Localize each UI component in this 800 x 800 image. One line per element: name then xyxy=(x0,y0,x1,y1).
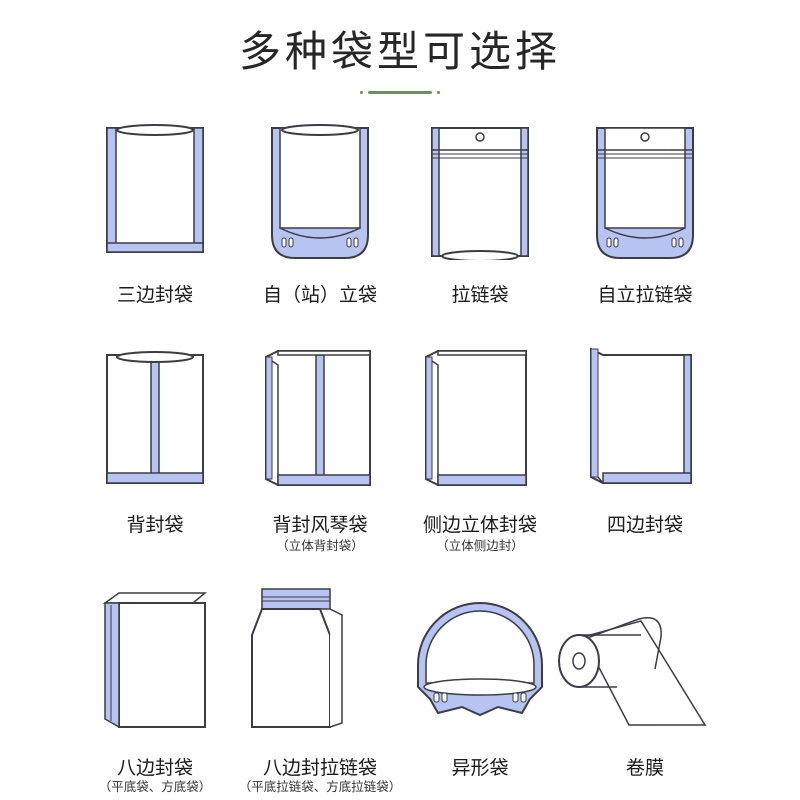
bag-card-flat-bottom: 八边封袋 （平底袋、方底袋） xyxy=(55,575,255,800)
bag-label: 侧边立体封袋 xyxy=(422,514,537,536)
bag-label: 自（站）立袋 xyxy=(262,284,377,306)
back-seal-gusset-bag-icon xyxy=(265,350,371,486)
bag-card-flat-bottom-zipper: 八边封拉链袋 （平底拉链袋、方底拉链袋） xyxy=(220,575,420,800)
bag-label: 四边封袋 xyxy=(606,514,683,536)
back-seal-bag-icon xyxy=(106,351,204,484)
bag-card-back-seal: 背封袋 xyxy=(55,335,255,555)
stand-up-bag-icon xyxy=(271,124,369,259)
bag-card-zipper: 拉链袋 xyxy=(380,110,580,310)
bag-label: 三边封袋 xyxy=(116,284,193,306)
three-side-seal-bag-icon xyxy=(106,124,204,253)
bag-sublabel: （平底袋、方底袋） xyxy=(98,779,212,794)
roll-film-icon xyxy=(558,617,707,726)
four-side-seal-bag-icon xyxy=(590,347,692,484)
bag-label: 异形袋 xyxy=(451,757,509,779)
bag-card-stand-up-zipper: 自立拉链袋 xyxy=(545,110,745,310)
flat-bottom-bag-icon xyxy=(102,592,208,729)
bag-card-roll-film: 卷膜 xyxy=(545,575,745,800)
bag-card-four-side-seal: 四边封袋 xyxy=(545,335,745,555)
shaped-bag-icon xyxy=(417,602,543,717)
bag-label: 拉链袋 xyxy=(451,284,509,306)
zipper-bag-icon xyxy=(431,127,529,260)
bag-label: 八边封袋 xyxy=(116,757,193,779)
page-title: 多种袋型可选择 xyxy=(238,27,561,76)
bag-card-side-gusset: 侧边立体封袋 （立体侧边封） xyxy=(380,335,580,555)
bag-label: 背封袋 xyxy=(126,514,184,536)
bag-label: 自立拉链袋 xyxy=(597,284,693,306)
bag-sublabel: （立体背封袋） xyxy=(276,538,364,553)
bag-card-stand-up: 自（站）立袋 xyxy=(220,110,420,310)
bag-card-three-side-seal: 三边封袋 xyxy=(55,110,255,310)
stand-up-zipper-bag-icon xyxy=(596,127,694,259)
bag-label: 背封风琴袋 xyxy=(272,514,368,536)
bag-card-shaped: 异形袋 xyxy=(380,575,580,800)
bag-label: 卷膜 xyxy=(625,757,664,779)
bag-sublabel: （立体侧边封） xyxy=(436,538,524,553)
bag-label: 八边封拉链袋 xyxy=(262,757,377,779)
bag-sublabel: （平底拉链袋、方底拉链袋） xyxy=(238,779,402,794)
bag-card-back-seal-gusset: 背封风琴袋 （立体背封袋） xyxy=(220,335,420,555)
flat-bottom-zipper-bag-icon xyxy=(251,588,343,728)
side-gusset-bag-icon xyxy=(425,350,527,486)
title-divider xyxy=(360,88,440,96)
